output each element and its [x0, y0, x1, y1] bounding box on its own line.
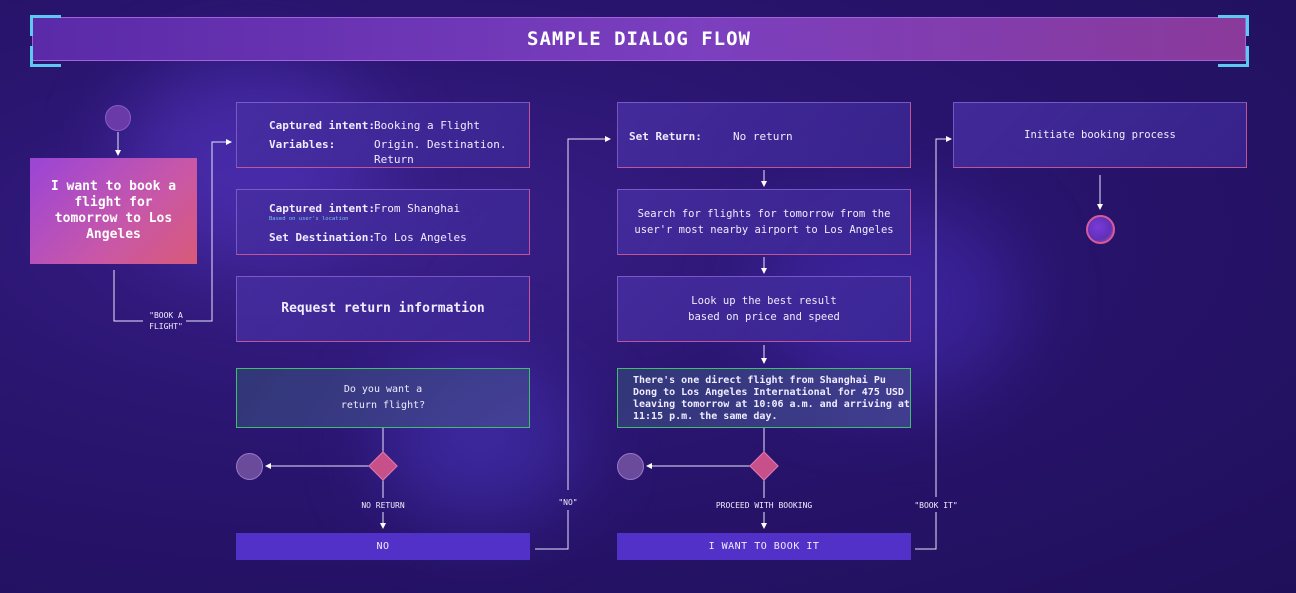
best-result-box: Look up the best result based on price a… — [617, 276, 911, 342]
location-note: Based on user's location — [269, 216, 349, 222]
edge-label-book-it: "BOOK IT" — [914, 501, 958, 510]
captured-intent-key: Captured intent: — [269, 119, 375, 132]
edge-label-no-return: NO RETURN — [361, 501, 405, 510]
captured-intent-value: From Shanghai — [374, 202, 461, 215]
decision-diamond — [749, 451, 779, 481]
connector — [935, 136, 952, 497]
banner-corner — [1218, 15, 1249, 36]
decision-diamond — [368, 451, 398, 481]
answer-book-it-bar: I WANT TO BOOK IT — [617, 533, 911, 560]
initiate-booking-box: Initiate booking process — [953, 102, 1247, 168]
connector — [535, 510, 569, 550]
connector — [113, 270, 143, 322]
variables-value: Origin. Destination. Return — [374, 138, 507, 166]
variables-key: Variables: — [269, 138, 336, 151]
banner-corner — [30, 15, 61, 36]
request-return-box: Request return information — [236, 276, 530, 342]
flight-result-box: There's one direct flight from Shanghai … — [617, 368, 911, 428]
set-return-value: No return — [733, 130, 793, 143]
captured-intent-value: Booking a Flight — [374, 119, 480, 132]
search-flights-box: Search for flights for tomorrow from the… — [617, 189, 911, 255]
connector — [186, 139, 232, 322]
captured-intent-key: Captured intent: — [269, 202, 375, 215]
page-title: SAMPLE DIALOG FLOW — [527, 28, 751, 50]
set-return-key: Set Return: — [629, 130, 702, 143]
final-node — [1086, 215, 1115, 244]
connector — [567, 136, 611, 490]
set-destination-value: To Los Angeles — [374, 231, 467, 244]
flight-result-text: There's one direct flight from Shanghai … — [633, 375, 910, 422]
set-destination-key: Set Destination: — [269, 231, 375, 244]
return-question-box: Do you want a return flight? — [236, 368, 530, 428]
destination-box: Captured intent: From Shanghai Based on … — [236, 189, 530, 255]
answer-no-bar: NO — [236, 533, 530, 560]
title-banner: SAMPLE DIALOG FLOW — [32, 17, 1246, 61]
banner-corner — [30, 46, 61, 67]
edge-label-no: "NO" — [558, 498, 578, 507]
edge-label-book-a-flight: "BOOK A FLIGHT" — [149, 311, 183, 331]
banner-corner — [1218, 46, 1249, 67]
captured-intent-box: Captured intent: Booking a Flight Variab… — [236, 102, 530, 168]
connector — [915, 512, 937, 550]
start-node — [105, 105, 131, 131]
edge-label-proceed-with-booking: PROCEED WITH BOOKING — [715, 501, 813, 510]
user-message: I want to book a flight for tomorrow to … — [30, 158, 197, 264]
end-node — [236, 453, 263, 480]
end-node — [617, 453, 644, 480]
set-return-box: Set Return: No return — [617, 102, 911, 168]
